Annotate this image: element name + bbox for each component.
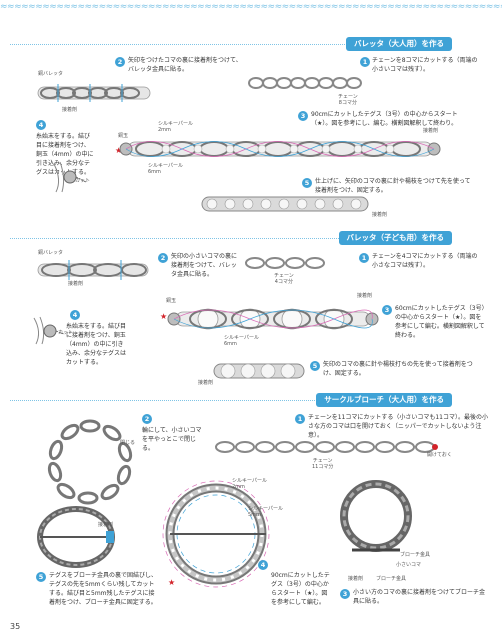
adult-cut-label: カット: [75, 178, 91, 184]
adult-chain-figure: [248, 77, 362, 89]
kids-step2-text: 矢印の小さいコマの裏に接着剤をつけて、バレッタ金具に貼る。: [171, 253, 238, 278]
brooch-open-label: 開けておく: [427, 452, 452, 458]
adult-glue-label-3: 接着剤: [372, 212, 388, 218]
adult-step3-text: 90cmにカットしたテグス（3号）の中心からスタート（★）。図を参考にし、編む。…: [311, 111, 458, 127]
brooch-pearl5-label: シルキーパール 5mm: [248, 506, 283, 518]
kids-chain-figure: [245, 257, 325, 269]
kids-glue-label: 接着剤: [68, 281, 84, 287]
kids-knot-figure: [33, 316, 65, 345]
adult-barrette-glued-figure: [37, 84, 151, 102]
section-title-adult: バレッタ（大人用）を作る: [346, 37, 452, 51]
kids-finished-barrette-figure: [213, 363, 305, 379]
brooch-finished-figure: [340, 480, 412, 552]
step-2-badge: 2: [158, 253, 168, 263]
kids-barrette-glued-figure: [37, 260, 149, 280]
brooch-glue-label: 接着剤: [98, 522, 114, 528]
step-2-badge: 2: [142, 414, 152, 424]
kids-glue-label-3: 接着剤: [198, 380, 214, 386]
adult-step1-text: チェーンを8コマにカットする（両端の小さいコマは残す）。: [372, 57, 478, 73]
section-header-brooch: サークルブローチ（大人用）を作る: [10, 393, 492, 407]
adult-step2-text: 矢印をつけたコマの裏に接着剤をつけて、バレッタ金具に貼る。: [128, 57, 242, 73]
step-5-badge: 5: [36, 572, 46, 582]
brooch-close-label: 閉じる: [120, 440, 136, 446]
step-1-badge: 1: [359, 253, 369, 263]
brooch-woven-figure: [162, 480, 270, 588]
adult-step5-text: 仕上げに、矢印のコマの裏に針や楊枝をつけて先を使って接着剤をつけ、固定する。: [315, 178, 471, 194]
brooch-clasp-label-2: ブローチ金具: [376, 576, 407, 582]
adult-bead-label: 銅玉: [118, 133, 129, 139]
kids-step1-text: チェーンを4コマにカットする（両端の小さなコマは残す）。: [372, 253, 478, 269]
section-title-kids: バレッタ（子ども用）を作る: [338, 231, 452, 245]
header-rule: [10, 400, 397, 401]
section-title-brooch: サークルブローチ（大人用）を作る: [316, 393, 452, 407]
step-3-badge: 3: [382, 305, 392, 315]
adult-finished-barrette-figure: [201, 196, 369, 212]
kids-cut-label: カット: [58, 330, 74, 336]
adult-glue-label: 接着剤: [62, 107, 78, 113]
start-star-icon: ★: [115, 146, 123, 155]
page-number: 35: [10, 622, 21, 631]
brooch-chain-label: チェーン 11コマ分: [312, 458, 334, 470]
step-4-badge: 4: [258, 560, 268, 570]
brooch-clasp-label: ブローチ金具: [400, 552, 431, 558]
brooch-ring-chain-figure: [47, 419, 133, 505]
step-5-badge: 5: [310, 361, 320, 371]
section-header-adult: バレッタ（大人用）を作る: [10, 37, 492, 51]
kids-bead-label: 銅玉: [166, 298, 177, 304]
kids-pearl-label: シルキーパール 6mm: [224, 335, 259, 347]
brooch-step2-text: 輪にして、小さいコマを平やっとこで閉じる。: [142, 427, 202, 452]
adult-barrette-label: 銅バレッタ: [38, 71, 64, 77]
adult-pearl6-label: シルキーパール 6mm: [148, 163, 183, 175]
kids-woven-barrette-figure: [167, 308, 379, 330]
step-4-badge: 4: [70, 310, 80, 320]
brooch-step5-text: テグスをブローチ金具の裏で固結びし、テグスの先を5mmくらい残してカットする。結…: [49, 572, 158, 606]
adult-chain-label: チェーン 8コマ分: [338, 94, 358, 106]
kids-step4-text: 糸始末をする。結び目に接着剤をつけ、銅玉（4mm）の中に引き込み、余分なテグスは…: [66, 323, 127, 366]
kids-chain-label: チェーン 4コマ分: [274, 273, 294, 285]
brooch-step1-text: チェーンを11コマにカットする（小さいコマも11コマ）。最後の小さな方のコマは口…: [308, 414, 488, 439]
step-1-badge: 1: [295, 414, 305, 424]
step-3-badge: 3: [298, 111, 308, 121]
kids-barrette-label: 銅バレッタ: [38, 250, 64, 256]
header-rule: [10, 238, 397, 239]
brooch-small-link-label: 小さいコマ: [396, 562, 422, 568]
kids-step3-text: 60cmにカットしたテグス（3号）の中心からスタート（★）。図を参考にして編む。…: [395, 305, 485, 339]
brooch-step3-text: 小さい方のコマの裏に接着剤をつけてブローチ金具に貼る。: [353, 589, 486, 605]
step-2-badge: 2: [115, 57, 125, 67]
kids-step5-text: 矢印のコマの裏に針や楊枝打ちの先を使って接着剤をつけ、固定する。: [323, 361, 473, 377]
start-star-icon: ★: [168, 578, 176, 587]
decorative-border: ≈≈≈≈≈≈≈≈≈≈≈≈≈≈≈≈≈≈≈≈≈≈≈≈≈≈≈≈≈≈≈≈≈≈≈≈≈≈≈≈…: [0, 2, 502, 12]
start-star-icon: ★: [160, 312, 168, 321]
brooch-glue-label-2: 接着剤: [348, 576, 364, 582]
adult-glue-label-2: 接着剤: [423, 128, 439, 134]
adult-knot-figure: [53, 161, 87, 193]
step-1-badge: 1: [360, 57, 370, 67]
kids-glue-label-2: 接着剤: [357, 293, 373, 299]
adult-pearl2-label: シルキーパール 2mm: [158, 121, 193, 133]
adult-woven-barrette-figure: [119, 141, 441, 157]
step-3-badge: 3: [340, 589, 350, 599]
step-4-badge: 4: [36, 120, 46, 130]
step-5-badge: 5: [302, 178, 312, 188]
brooch-pearl2-label: シルキーパール 2mm: [232, 478, 267, 490]
brooch-back-figure: [37, 506, 115, 568]
brooch-step4-text: 90cmにカットしたテグス（3号）の中心からスタート（★）。図を参考にして編む。: [271, 572, 330, 606]
section-header-kids: バレッタ（子ども用）を作る: [10, 231, 492, 245]
header-rule: [10, 44, 397, 45]
brooch-chain-figure: [215, 441, 438, 453]
